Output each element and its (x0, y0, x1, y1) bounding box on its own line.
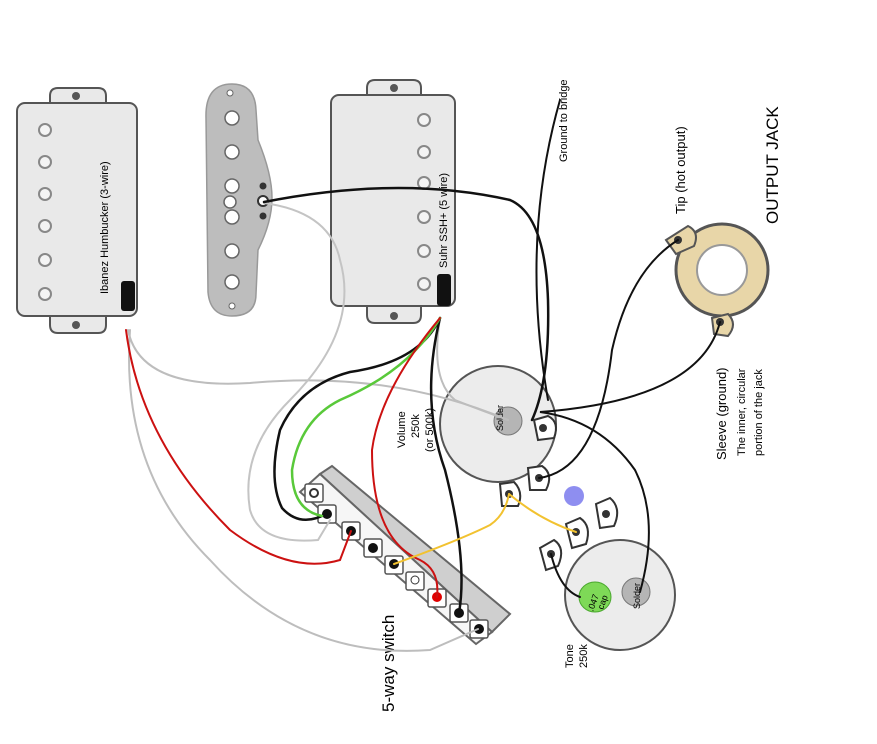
cap-label-2: cap (595, 594, 609, 611)
volume-label-3: (or 500k) (424, 408, 436, 452)
tone-pot: Solder .047 cap (538, 496, 676, 651)
switch-label: 5-way switch (379, 615, 398, 712)
polepieces (38, 123, 52, 301)
five-way-switch: 5-way switch (298, 464, 512, 712)
tone-label-2: 250k (578, 644, 590, 668)
humbucker-left-label: Ibanez Humbucker (3-wire) (99, 161, 111, 294)
sleeve-label-1: Sleeve (ground) (714, 368, 729, 461)
tip-label: Tip (hot output) (673, 126, 688, 214)
output-jack (664, 222, 770, 338)
humbucker-left: Ibanez Humbucker (3-wire) (16, 87, 138, 334)
humbucker-right-label: Suhr SSH+ (5 wire) (438, 173, 450, 268)
sleeve-label-3: portion of the jack (753, 369, 765, 456)
volume-pot: Solder (439, 365, 557, 507)
wires (125, 99, 721, 652)
tone-solder-label: Solder (632, 583, 642, 609)
volume-label-1: Volume (396, 411, 408, 448)
tone-label-1: Tone (564, 644, 576, 668)
humbucker-right: Suhr SSH+ (5 wire) (330, 79, 456, 324)
ground-to-bridge-label: Ground to bridge (558, 79, 570, 162)
output-jack-label: OUTPUT JACK (763, 106, 782, 224)
volume-label-2: 250k (410, 414, 422, 438)
blue-connector (564, 486, 584, 506)
sleeve-label-2: The inner, circular (736, 368, 748, 456)
single-coil (205, 83, 273, 317)
